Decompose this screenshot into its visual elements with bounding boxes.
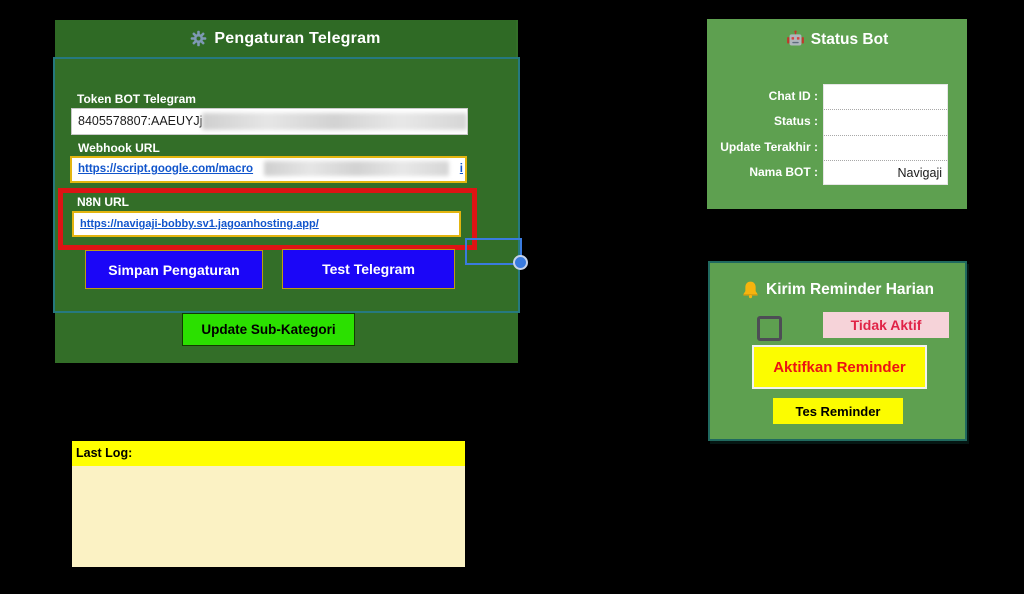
webhook-url-tail: i [459,163,463,175]
n8n-url-label: N8N URL [77,195,130,209]
update-terakhir-value [824,136,947,161]
telegram-panel-title: Pengaturan Telegram [214,29,381,47]
telegram-form-area [53,57,520,313]
webhook-url-label: Webhook URL [78,141,160,155]
robot-icon [786,30,805,49]
n8n-highlight-box [58,188,477,250]
simpan-pengaturan-button[interactable]: Simpan Pengaturan [85,250,263,289]
selection-resize-handle[interactable] [513,255,528,270]
reminder-title: Kirim Reminder Harian [766,280,934,298]
bell-icon [741,280,760,299]
webhook-url-link[interactable]: https://script.google.com/macro [78,163,254,175]
webhook-url-input[interactable]: https://script.google.com/macro i [70,156,467,183]
status-value [824,110,947,136]
n8n-url-link[interactable]: https://navigaji-bobby.sv1.jagoanhosting… [80,218,319,230]
status-values-box: Navigaji [823,84,948,185]
last-log-content [72,466,465,567]
token-redacted-blur [202,113,467,130]
token-bot-input[interactable]: 8405578807:AAEUYJj [71,108,468,135]
update-terakhir-label: Update Terakhir : [720,139,818,154]
last-log-header: Last Log: [72,441,465,466]
gear-icon [190,30,207,47]
tes-reminder-button[interactable]: Tes Reminder [773,398,903,424]
selection-outline [465,238,522,265]
status-labels-column: Chat ID : Status : Update Terakhir : Nam… [700,84,818,185]
test-telegram-button[interactable]: Test Telegram [282,249,455,289]
nama-bot-value: Navigaji [897,165,942,180]
status-label: Status : [773,114,818,129]
webhook-redacted-blur [264,161,449,176]
nama-bot-label: Nama BOT : [749,164,818,179]
n8n-url-input[interactable]: https://navigaji-bobby.sv1.jagoanhosting… [72,211,461,237]
reminder-status-badge: Tidak Aktif [823,312,949,338]
aktifkan-reminder-button[interactable]: Aktifkan Reminder [752,345,927,389]
chat-id-label: Chat ID : [768,89,818,103]
update-sub-kategori-button[interactable]: Update Sub-Kategori [182,313,355,346]
reminder-header: Kirim Reminder Harian [708,280,967,299]
chat-id-value [824,85,947,111]
status-bot-title: Status Bot [810,30,889,48]
telegram-settings-header: Pengaturan Telegram [55,20,516,57]
token-bot-label: Token BOT Telegram [77,92,196,106]
reminder-checkbox[interactable] [757,316,782,341]
token-bot-value: 8405578807:AAEUYJj [78,114,203,128]
status-bot-header: Status Bot [707,30,967,49]
